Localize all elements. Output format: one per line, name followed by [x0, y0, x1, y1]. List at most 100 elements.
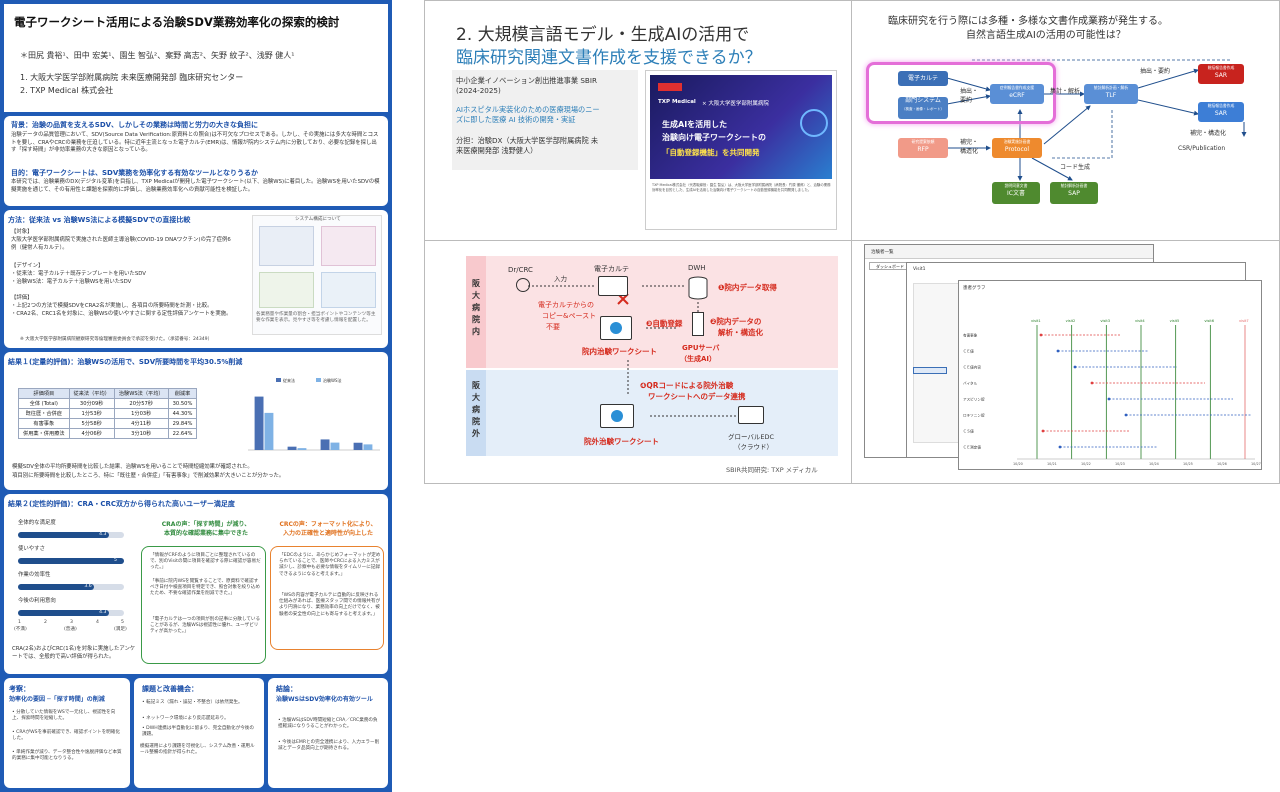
issues-item-3: • DWH連携は半自動化に留まり、完全自動化が今後の課題。 [142, 726, 254, 738]
slide2-title-line1: 2. 大規模言語モデル・生成AIの活用で [456, 25, 750, 45]
highlight-frame [866, 62, 1056, 124]
visit-label: visit7 [1239, 319, 1249, 323]
cra-quote-1: 「情報がCRFのように項目ごとに整理されているので、別のVisitの間に項目を確… [150, 553, 261, 571]
crc-voice-title-2: 入力の正確性と適時性が向上した [282, 530, 373, 537]
visit-label: Visit1 [913, 267, 926, 272]
arch-step4b: ワークシートへのデータ連携 [648, 392, 746, 401]
visit-label: visit3 [1100, 319, 1110, 323]
table-cell: 3分10秒 [113, 428, 169, 439]
table-cell: 30.50% [167, 398, 198, 409]
sdv-time-bar-chart: 従来法治験WS法 [248, 377, 380, 451]
table-cell: 29.84% [167, 418, 198, 429]
slide2-project-1: 中小企業イノベーション創出推進事業 SBIR [456, 76, 597, 85]
system-figure-caption: 各業務量や作業量の割合・担当ポイントやコンテンツ等主要な作業を表示。見やすさ等を… [256, 312, 376, 324]
flow-arrows [946, 59, 1247, 181]
arch-copy-2: コピー&ペースト [542, 312, 597, 320]
discussion-item-1: • 分散していた情報をWSで一元化し、視認性を向上、探索時間を短縮した。 [12, 710, 116, 722]
crc-quote-2: 「WSの内容が電子カルテに自動的に反映される仕組みがあれば、医療スタッフ間での情… [279, 593, 381, 617]
visit-label: visit6 [1204, 319, 1214, 323]
issues-section: 課題と改善機会： • 転記ミス（漏れ・誤記・不整合）は依然発生。 • ネットワー… [134, 678, 264, 788]
results2-heading: 結果２(定性的評価)：CRA・CRC双方から得られた高いユーザー満足度 [8, 500, 235, 508]
results1-text-2: 項目別に所要時間を比較したところ、特に「既往歴・合併症」「有害事象」で削減効果が… [12, 473, 285, 479]
cra-voice-title-2: 本質的な確認業務に集中できた [163, 530, 248, 537]
results2-note: CRA(2名)およびCRC(1名)を対象に実施したアンケートでは、全般的で高い評… [12, 646, 136, 660]
slide2-project-2: (2024-2025) [456, 86, 501, 95]
dashboard-button[interactable]: ダッシュボード [869, 262, 911, 270]
background-text: 治験データの品質管理において、SDV(Source Data Verificat… [11, 132, 379, 154]
slide2-title-line2: 臨床研究関連文書作成を支援できるか？ [456, 48, 762, 68]
rating-bar [18, 584, 124, 590]
visit-label: visit1 [1031, 319, 1041, 323]
slide2-theme-1: AIホスピタル実装化のための医療現場のニー [456, 105, 600, 114]
method-heading: 方法：従来法 vs 治験WS法による模擬SDVでの直接比較 [8, 216, 191, 224]
results-table-header: 評価項目 [18, 388, 70, 399]
arch-drcrc: Dr/CRC [508, 266, 533, 274]
table-cell: 有害事象 [18, 418, 70, 429]
in-hospital-zone [466, 256, 838, 368]
method-design-label: 【デザイン】 [11, 263, 44, 269]
system-figure: システム構成について 各業務量や作業量の割合・担当ポイントやコンテンツ等主要な作… [252, 215, 382, 335]
graph-row-label: 有害事象 [963, 333, 978, 338]
graph-date-tick: 10/26 [1217, 462, 1227, 466]
issues-item-1: • 転記ミス（漏れ・誤記・不整合）は依然発生。 [142, 700, 243, 705]
results1-text-1: 模擬SDV全体の平均所要時間を比較した結果、治験WSを用いることで時間短縮効果が… [12, 464, 253, 470]
graph-point [1056, 349, 1060, 353]
slide2-theme-2: ズに即した医療 AI 技術の開発・実証 [456, 115, 576, 124]
scale-label-min: (不満) [14, 627, 27, 632]
screen-tab-patients[interactable]: 治験者一覧 [871, 250, 894, 255]
table-cell: 44.30% [167, 408, 198, 419]
table-cell: 4分11秒 [113, 418, 169, 429]
flow-label-structure: 構造化 [960, 148, 979, 155]
slide2-sub-1: 分担：治験DX（大阪大学医学部附属病院 未 [456, 136, 599, 145]
arch-step2b: 解析・構造化 [718, 328, 763, 337]
cover-headline-3: 「自動登録機能」を共同開発 [662, 148, 760, 157]
arch-edc-1: グローバルEDC [728, 433, 775, 441]
user-icon [516, 278, 530, 292]
system-figure-title: システム構成について [295, 217, 341, 222]
chart-bar [330, 442, 340, 450]
chart-bar [287, 446, 297, 450]
crc-quote-1: 「EDCのように、あらかじめフォーマットが定められていることで、医師やCRCによ… [279, 553, 381, 577]
graph-point [1058, 445, 1062, 449]
results2-section: 結果２(定性的評価)：CRA・CRC双方から得られた高いユーザー満足度 全体的な… [4, 494, 388, 674]
graph-date-tick: 10/27 [1251, 462, 1261, 466]
cra-voice-title-1: CRAの声：「探す時間」が減り、 [161, 521, 251, 528]
rating-item: 作業の効率性 3.6 [14, 572, 128, 600]
discussion-heading-2: 効率化の要因 ─「探す時間」の削減 [9, 696, 105, 703]
rating-value: 3.6 [84, 584, 92, 589]
cra-voice-box: 「情報がCRFのように項目ごとに整理されているので、別のVisitの間に項目を確… [141, 546, 266, 664]
rating-bar-fill [18, 584, 95, 590]
flow-label-codegen: コード生成 [1060, 164, 1091, 171]
arch-in-worksheet: 院内治験ワークシート [582, 347, 657, 356]
poster-header [4, 4, 388, 112]
table-row: 全体 (Total) 30分09秒 20分57秒 30.50% [18, 398, 198, 409]
scale-tick: 5 [121, 620, 124, 625]
slide2-sub-2: 来医療開発部 浅野健人） [456, 146, 538, 155]
cover-brand: TXP Medical [658, 99, 696, 105]
arch-credit: SBIR共同研究: TXP メディカル [726, 466, 818, 474]
ai-icon [800, 109, 828, 137]
chart-bar [264, 412, 274, 450]
arch-emr-label: 電子カルテ [594, 265, 629, 273]
flow-label-aggregate: 集計・解析 [1050, 88, 1081, 95]
scale-label-max: (満足) [114, 627, 127, 632]
table-row: 併用薬・併用療法 4分06秒 3分10秒 22.64% [18, 428, 198, 439]
in-hospital-label-bar: 阪大病院内 [466, 256, 486, 368]
issues-item-2: • ネットワーク環境により反応遅延あり。 [142, 716, 229, 721]
flow-label-supp-struct: 補完・構造化 [1190, 130, 1227, 137]
flow-label-supplement: 補完・ [960, 139, 979, 146]
issues-extra: 模擬運用により課題を可視化し、システム改善・運用ルール整備の指針が得られた。 [140, 744, 255, 756]
graph-point [1090, 381, 1094, 385]
panel-divider-horizontal [424, 240, 1280, 241]
visit-selected-item[interactable] [913, 367, 947, 374]
graph-date-tick: 10/24 [1149, 462, 1159, 466]
chart-bar [363, 444, 373, 450]
method-eval-item-2: ・CRA2名、CRC1名を対象に、治験WSの使いやすさに関する定性評価アンケート… [11, 311, 232, 317]
arch-input: 入力 [554, 275, 567, 283]
chart-legend-label: 従来法 [283, 377, 295, 383]
conclusion-section: 結論： 治験WSはSDV効率化の有効ツール • 治験WSはSDV時間短縮とCRA… [268, 678, 388, 788]
conclusion-item-1: • 治験WSはSDV時間短縮とCRA／CRC業務の負担軽減になりうることがわかっ… [278, 718, 378, 730]
